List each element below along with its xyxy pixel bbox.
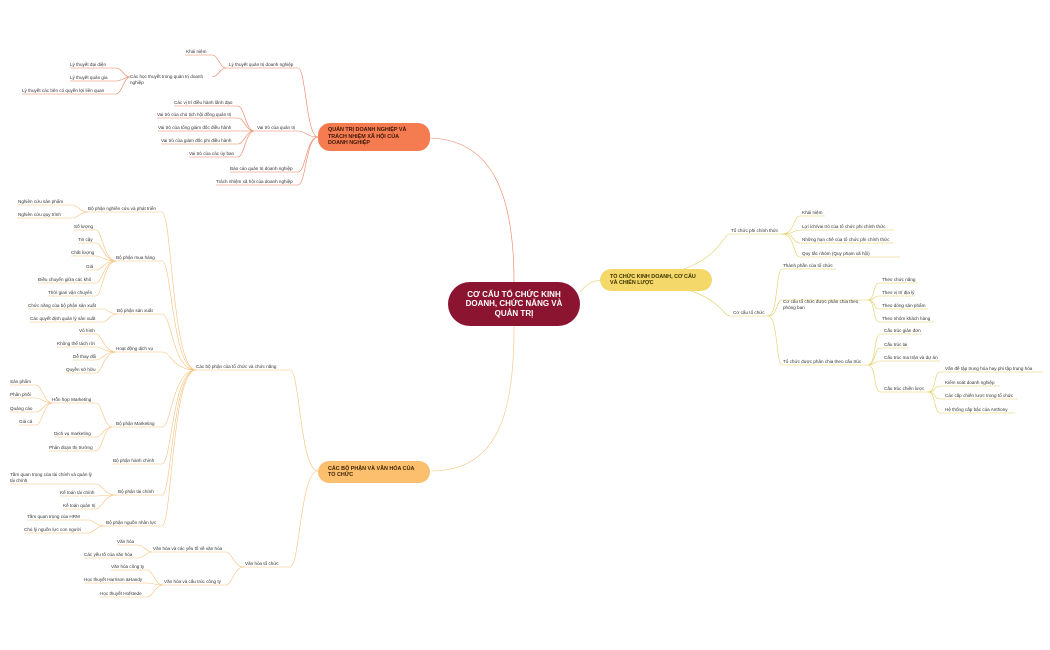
node-theory-item[interactable]: Lý thuyết đại diện [70,62,107,67]
root-topic[interactable]: CƠ CẤU TỔ CHỨC KINH DOANH, CHỨC NĂNG VÀ … [448,282,580,326]
node-purchasing-item[interactable]: Tin cậy [78,237,93,242]
node-culture-structure[interactable]: Văn hóa và cấu trúc công ty [164,579,221,584]
node-finance[interactable]: Bộ phận tài chính [118,489,154,494]
node-production[interactable]: Bộ phận sản xuất [117,308,153,313]
node-dept-item[interactable]: Theo chức năng [882,277,916,282]
node-marketing-mix[interactable]: Hỗn hợp Marketing [52,397,92,402]
node-org-culture[interactable]: Văn hóa tổ chức [245,561,279,566]
node-structure-item[interactable]: Cấu trúc lai [884,342,908,347]
node-dept-item[interactable]: Theo nhóm khách hàng [882,316,931,321]
node-purchasing-item[interactable]: Chất lượng [71,250,95,255]
node-finance-item[interactable]: Kế toán tài chính [60,490,95,495]
node-rnd-item[interactable]: Nghiên cứu sản phẩm [18,199,64,204]
node-dept-item[interactable]: Theo dòng sản phẩm [882,303,926,308]
node-role-item[interactable]: Vai trò của tổng giám đốc điều hành [158,125,232,130]
node-mix-item[interactable]: Quảng cáo [10,406,33,411]
node-culture-structure-item[interactable]: Văn hóa công ty [111,564,145,569]
node-strategic-item[interactable]: Kiểm soát doanh nghiệp [945,380,995,385]
node-strategic-structure[interactable]: Cấu trúc chiến lược [884,386,925,391]
node-concept[interactable]: Khái niệm [186,49,207,54]
node-production-item[interactable]: Chức năng của bộ phận sản xuất [28,303,96,308]
node-hr[interactable]: Bộ phận nguồn nhân lực [106,520,157,525]
node-dept-item[interactable]: Theo vị trí địa lý [882,290,915,295]
node-service-item[interactable]: Dễ thay đổi [73,354,97,359]
branch-governance[interactable]: QUẢN TRỊ DOANH NGHIỆP VÀ TRÁCH NHIỆM XÃ … [318,123,430,151]
node-mix-item[interactable]: Phân phối [10,392,31,397]
node-strategic-item[interactable]: Các cấp chiến lược trong tổ chức [945,393,1014,398]
node-org-functions[interactable]: Các bộ phận của tổ chức và chức năng [196,364,277,369]
node-culture-structure-item[interactable]: Học thuyết Harrison &Handy [84,577,143,582]
node-informal-item[interactable]: Khái niệm [802,210,823,215]
node-dept-division[interactable]: Cơ cấu tổ chức được phân chia theo phòng… [783,299,859,310]
node-role-item[interactable]: Vai trò của chủ tịch hội đồng quản trị [157,112,232,117]
node-culture-factor-item[interactable]: Các yếu tố của văn hóa [84,552,133,557]
branch-organization[interactable]: TỔ CHỨC KINH DOANH, CƠ CẤU VÀ CHIẾN LƯỢC [600,269,712,291]
node-theory-item[interactable]: Lý thuyết quản gia [70,75,108,80]
node-informal-org[interactable]: Tổ chức phi chính thức [731,228,779,233]
node-theory-item[interactable]: Lý thuyết các bên có quyền lợi liên quan [22,88,105,93]
node-structure-item[interactable]: Cấu trúc ma trận và dự án [884,355,938,360]
node-mix-item[interactable]: Sản phẩm [10,379,31,384]
node-service[interactable]: Hoạt động dịch vụ [116,346,154,351]
node-finance-item[interactable]: Tầm quan trọng của tài chính và quản lý … [10,472,92,483]
node-governance-theory[interactable]: Lý thuyết quản trị doanh nghiệp [229,62,294,67]
node-role-item[interactable]: Các vị trí điều hành lãnh đạo [174,100,233,105]
node-marketing[interactable]: Bộ phận Marketing [116,421,155,426]
node-purchasing-item[interactable]: Điều chuyển giữa các khô [38,277,92,282]
node-purchasing-item[interactable]: Số lượng [74,224,94,229]
node-structure-item[interactable]: Cấu trúc giản đơn [884,328,921,333]
node-marketing-item[interactable]: Dịch vụ marketing [54,431,91,436]
node-marketing-item[interactable]: Phân đoạn thị trường [49,445,93,450]
node-purchasing-item[interactable]: Giá [86,264,94,269]
node-production-item[interactable]: Các quyết định quản lý sản xuất [30,316,96,321]
node-mix-item[interactable]: Giá cả [19,419,33,424]
node-culture-factors[interactable]: Văn hóa và các yếu tố về văn hóa [153,546,223,551]
node-purchasing[interactable]: Bộ phận mua hàng [116,255,155,260]
node-role-item[interactable]: Vai trò của giám đốc phi điều hành [161,138,232,143]
node-informal-item[interactable]: Quy tắc nhóm (Quy phạm xã hội) [802,251,870,256]
node-org-components[interactable]: Thành phần của tổ chức [783,263,833,268]
node-service-item[interactable]: Không thể tách rời [57,341,95,346]
node-governance-report[interactable]: Báo cáo quản trị doanh nghiệp [230,166,293,171]
node-org-structure[interactable]: Cơ cấu tổ chức [733,310,765,315]
node-by-structure[interactable]: Tổ chức được phân chia theo cấu trúc [783,359,862,364]
node-hr-item[interactable]: Chủ lý nguồn lực con người [24,527,81,532]
node-purchasing-item[interactable]: Thời gian vận chuyển [48,290,93,295]
node-informal-item[interactable]: Những hạn chế của tổ chức phi chính thức [802,237,890,242]
node-strategic-item[interactable]: Hệ thống cấp bậc của Anthony [945,407,1008,412]
node-service-item[interactable]: Quyền sở hữu [66,367,96,372]
node-strategic-item[interactable]: Vấn đề tập trung hóa hay phi tập trung h… [945,366,1033,371]
node-culture-structure-item[interactable]: Học thuyết Hofstede [100,591,142,596]
node-service-item[interactable]: Vô hình [79,328,95,333]
node-culture-factor-item[interactable]: Văn hóa [117,539,135,544]
branch-culture[interactable]: CÁC BỘ PHẬN VÀ VĂN HÓA CỦA TỔ CHỨC [318,461,430,483]
node-informal-item[interactable]: Lợi ích/vai trò của tổ chức phi chính th… [802,224,886,229]
node-governance-theories[interactable]: Các học thuyết trong quản trị doanh nghi… [130,74,204,85]
node-role-item[interactable]: Vai trò của các ủy ban [189,151,235,156]
node-admin[interactable]: Bộ phận hành chính [113,458,155,463]
node-rnd-item[interactable]: Nghiên cứu quy trình [18,212,61,217]
node-csr[interactable]: Trách nhiệm xã hội của doanh nghiệp [216,179,293,184]
node-governance-roles[interactable]: Vai trò của quản trị [257,125,296,130]
node-hr-item[interactable]: Tầm quan trọng của HRM [27,514,80,519]
node-finance-item[interactable]: Kế toán quản trị [63,503,96,508]
node-rnd[interactable]: Bộ phận nghiên cứu và phát triển [88,206,156,211]
